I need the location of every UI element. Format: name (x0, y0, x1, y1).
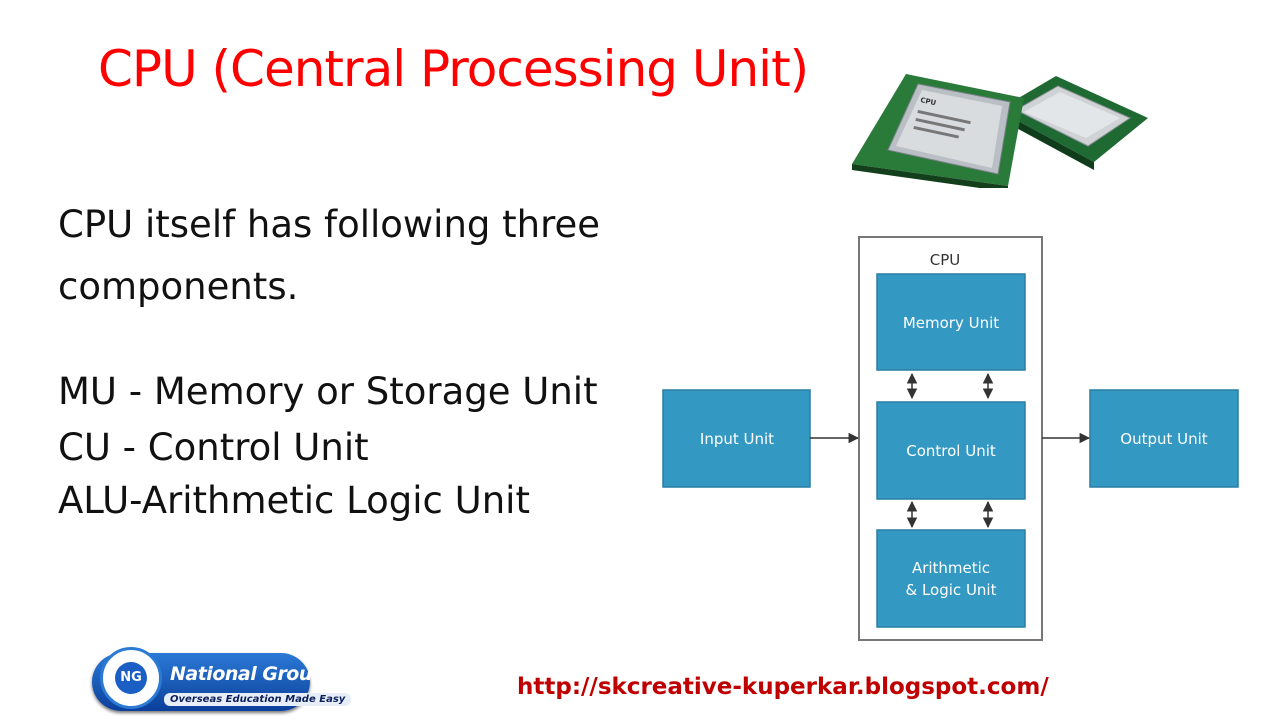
memory-unit-box (876, 273, 1026, 371)
intro-text: CPU itself has following three component… (58, 203, 601, 308)
output-unit-box (1089, 389, 1239, 488)
logo-name: National Group (170, 663, 326, 685)
memory-unit-label: Memory Unit (903, 314, 999, 332)
control-unit-box (876, 401, 1026, 500)
cpu-chips-image: CPU (852, 74, 1148, 188)
alu-box (876, 529, 1026, 628)
blog-url[interactable]: http://skcreative-kuperkar.blogspot.com/ (517, 674, 1049, 700)
logo-tagline: Overseas Education Made Easy (164, 693, 352, 706)
control-unit-label: Control Unit (906, 442, 996, 460)
input-unit-label: Input Unit (700, 430, 774, 448)
input-unit-box (662, 389, 811, 488)
slide-title: CPU (Central Processing Unit) (98, 40, 809, 98)
component-mu: MU - Memory or Storage Unit (58, 370, 598, 413)
cpu-chip-back (998, 76, 1148, 170)
component-alu: ALU-Arithmetic Logic Unit (58, 479, 530, 522)
cpu-chip-front: CPU (852, 74, 1024, 188)
logo-emblem-monogram: NG (115, 662, 147, 694)
national-group-logo: NG National Group Overseas Education Mad… (92, 647, 352, 711)
chip-label: CPU (920, 96, 938, 107)
logo-emblem-icon: NG (100, 647, 162, 709)
output-unit-label: Output Unit (1120, 430, 1208, 448)
component-cu: CU - Control Unit (58, 426, 369, 469)
cpu-frame-label: CPU (930, 251, 961, 269)
alu-label-line1: Arithmetic (912, 559, 990, 577)
alu-label-line2: & Logic Unit (906, 581, 997, 599)
